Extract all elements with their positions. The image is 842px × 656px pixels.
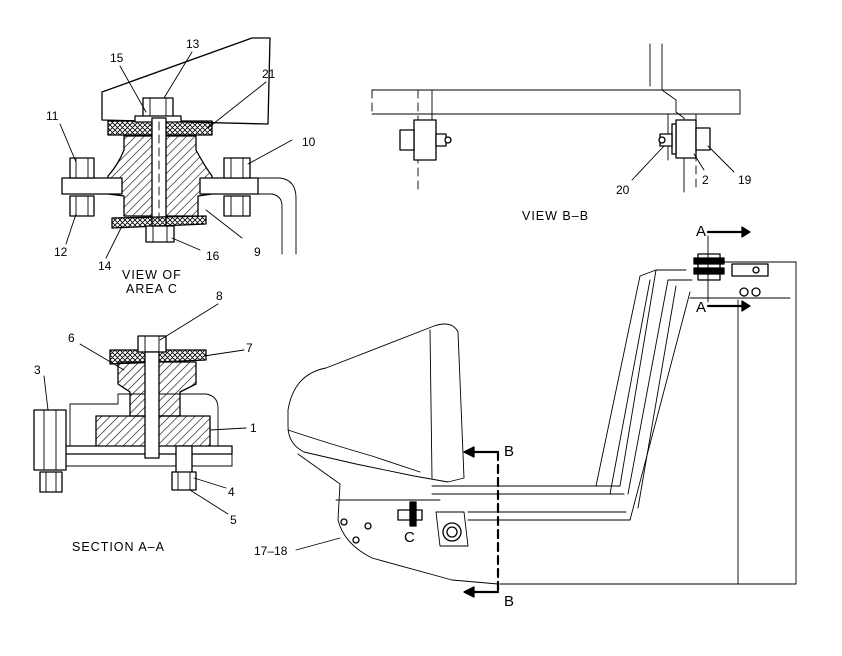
- callout-15: 15: [110, 51, 124, 65]
- mount-hole-3: [352, 536, 360, 544]
- nut-left-3: [33, 409, 67, 471]
- callout-7: 7: [246, 341, 253, 355]
- bolt-4: [175, 445, 193, 475]
- view-area-c: 13 15 21 11 10 12 9 16 14 VIEW OF AREA C: [46, 37, 316, 296]
- bracket-right: [199, 177, 259, 195]
- section-marker-b-bottom: B: [504, 593, 514, 610]
- mount-hole-1: [340, 518, 348, 526]
- section-a-a: 8 6 7 3 1 4 5 SECTION A–A: [33, 289, 257, 554]
- pivot-inner: [446, 526, 458, 538]
- callout-12: 12: [54, 245, 68, 259]
- frame-bracket: [69, 393, 219, 447]
- callout-2: 2: [702, 173, 709, 187]
- callout-1: 1: [250, 421, 257, 435]
- bracket-left: [61, 177, 123, 195]
- section-a-a-title: SECTION A–A: [72, 540, 165, 554]
- callout-13: 13: [186, 37, 200, 51]
- nut-right-bottom: [223, 195, 251, 217]
- callout-6: 6: [68, 331, 75, 345]
- callout-20: 20: [616, 183, 630, 197]
- right-nut-bb: [695, 127, 711, 151]
- callout-10: 10: [302, 135, 316, 149]
- view-b-b: 20 2 19 VIEW B–B: [371, 43, 752, 223]
- mount-a-nut: [731, 263, 769, 277]
- pivot-outer: [442, 522, 462, 542]
- section-marker-a-bottom: A: [696, 299, 706, 316]
- view-b-b-title: VIEW B–B: [522, 209, 589, 223]
- callout-3: 3: [34, 363, 41, 377]
- view-area-c-title: VIEW OF: [122, 268, 182, 282]
- callout-9: 9: [254, 245, 261, 259]
- callout-14: 14: [98, 259, 112, 273]
- left-nut-bb: [399, 129, 415, 151]
- bolt-head-top: [142, 97, 174, 119]
- cab-shell: [287, 323, 465, 483]
- nut-left-top: [69, 157, 95, 179]
- left-bracket-bb: [413, 119, 437, 161]
- section-marker-b-top: B: [504, 443, 514, 460]
- right-bracket-bb: [675, 119, 697, 159]
- section-marker-c: C: [404, 529, 415, 546]
- cab-floor: [297, 453, 499, 585]
- nut-bottom: [145, 225, 175, 243]
- nut-right-top: [223, 157, 251, 179]
- nut-5: [171, 471, 197, 491]
- view-area-c-subtitle: AREA C: [126, 282, 178, 296]
- callout-19: 19: [738, 173, 752, 187]
- callout-5: 5: [230, 513, 237, 527]
- bolt-shank-8: [144, 351, 160, 459]
- nut-left-top-3: [39, 471, 63, 493]
- callout-11: 11: [46, 109, 59, 123]
- callout-8: 8: [216, 289, 223, 303]
- section-marker-a-top: A: [696, 223, 706, 240]
- mount-hole-2: [364, 522, 372, 530]
- callout-21: 21: [262, 67, 276, 81]
- callout-17-18: 17–18: [254, 544, 288, 558]
- nut-left-bottom: [69, 195, 95, 217]
- bracket-arm: [257, 177, 297, 255]
- frame-plate: [101, 37, 271, 125]
- bolt-shank: [151, 117, 167, 227]
- callout-16: 16: [206, 249, 220, 263]
- washer-bottom: [111, 215, 207, 229]
- main-assembly: A A B B C 17–18: [254, 223, 797, 610]
- callout-4: 4: [228, 485, 235, 499]
